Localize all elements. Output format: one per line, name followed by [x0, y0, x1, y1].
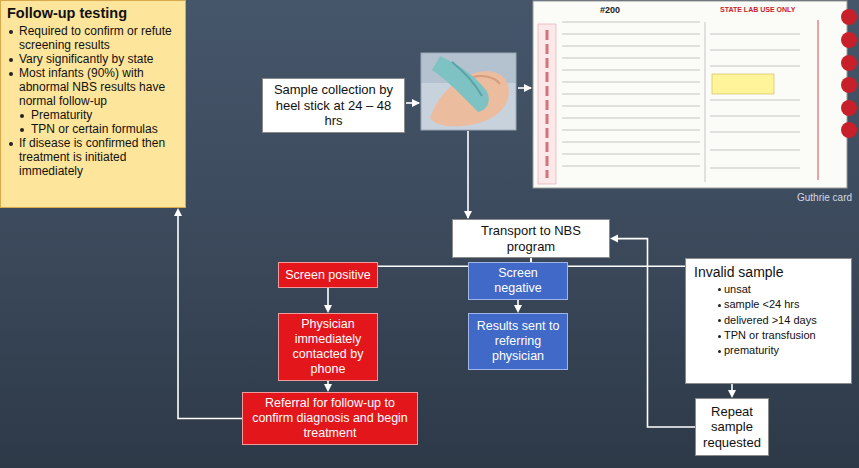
- bullet-text: TPN or certain formulas: [7, 122, 179, 136]
- box-text: Transport to NBS program: [458, 223, 604, 254]
- illustration-arrows: [406, 88, 531, 218]
- arrow-head: [324, 384, 332, 392]
- heel-photo: [421, 53, 516, 130]
- box-text: Repeat sample requested: [701, 404, 763, 451]
- flow-arrow: [324, 381, 332, 392]
- flow-arrow: [514, 300, 522, 313]
- result-box: Screen positive: [278, 262, 378, 288]
- connector-line: [178, 214, 242, 419]
- bullet-text: TPN or transfusion: [694, 328, 843, 343]
- form-header: STATE LAB USE ONLY: [720, 6, 795, 13]
- box-text: Physician immediately contacted by phone: [284, 317, 372, 377]
- connector-line: [327, 288, 329, 307]
- flow-arrow: [728, 384, 736, 398]
- bullet-text: Most infants (90%) with abnormal NBS res…: [7, 66, 179, 108]
- bullet-text: unsat: [694, 282, 843, 297]
- flow-arrow: [174, 208, 242, 419]
- bullet-text: prematurity: [694, 343, 843, 358]
- action-box: Referral for follow-up to confirm diagno…: [242, 392, 418, 445]
- image-caption: Guthrie card: [797, 192, 852, 203]
- box-text: Referral for follow-up to confirm diagno…: [248, 396, 412, 441]
- connector-line: [616, 239, 695, 427]
- process-box: Invalid sampleunsatsample <24 hrsdeliver…: [685, 258, 852, 384]
- flow-arrow: [324, 288, 332, 313]
- bullet-text: Prematurity: [7, 108, 179, 122]
- bullet-text: delivered >14 days: [694, 313, 843, 328]
- flow-arrow: [610, 235, 695, 427]
- box-text: Screen positive: [284, 268, 372, 283]
- bullet-text: sample <24 hrs: [694, 297, 843, 312]
- box-text: Screen negative: [474, 266, 562, 296]
- result-box: Screen negative: [468, 262, 568, 300]
- info-panel: Follow-up testingRequired to confirm or …: [0, 0, 186, 208]
- box-text: Results sent to referring physician: [474, 319, 562, 364]
- guthrie-card: [533, 1, 857, 188]
- box-heading: Follow-up testing: [7, 5, 179, 22]
- process-box: Transport to NBS program: [452, 219, 610, 258]
- arrow-head: [728, 390, 736, 398]
- bullet-text: Required to confirm or refute screening …: [7, 24, 179, 52]
- form-number: #200: [600, 5, 620, 15]
- arrow-head: [324, 305, 332, 313]
- action-box: Results sent to referring physician: [468, 313, 568, 370]
- arrow-head: [514, 305, 522, 313]
- arrow-head: [174, 208, 182, 216]
- bullet-text: If disease is confirmed then treatment i…: [7, 136, 179, 178]
- box-heading: Invalid sample: [694, 264, 843, 281]
- bullet-text: Vary significantly by state: [7, 52, 179, 66]
- box-text: Sample collection by heel stick at 24 – …: [268, 82, 399, 129]
- process-box: Repeat sample requested: [695, 398, 769, 456]
- action-box: Physician immediately contacted by phone: [278, 313, 378, 381]
- process-box: Sample collection by heel stick at 24 – …: [262, 78, 405, 133]
- arrow-head: [610, 235, 618, 243]
